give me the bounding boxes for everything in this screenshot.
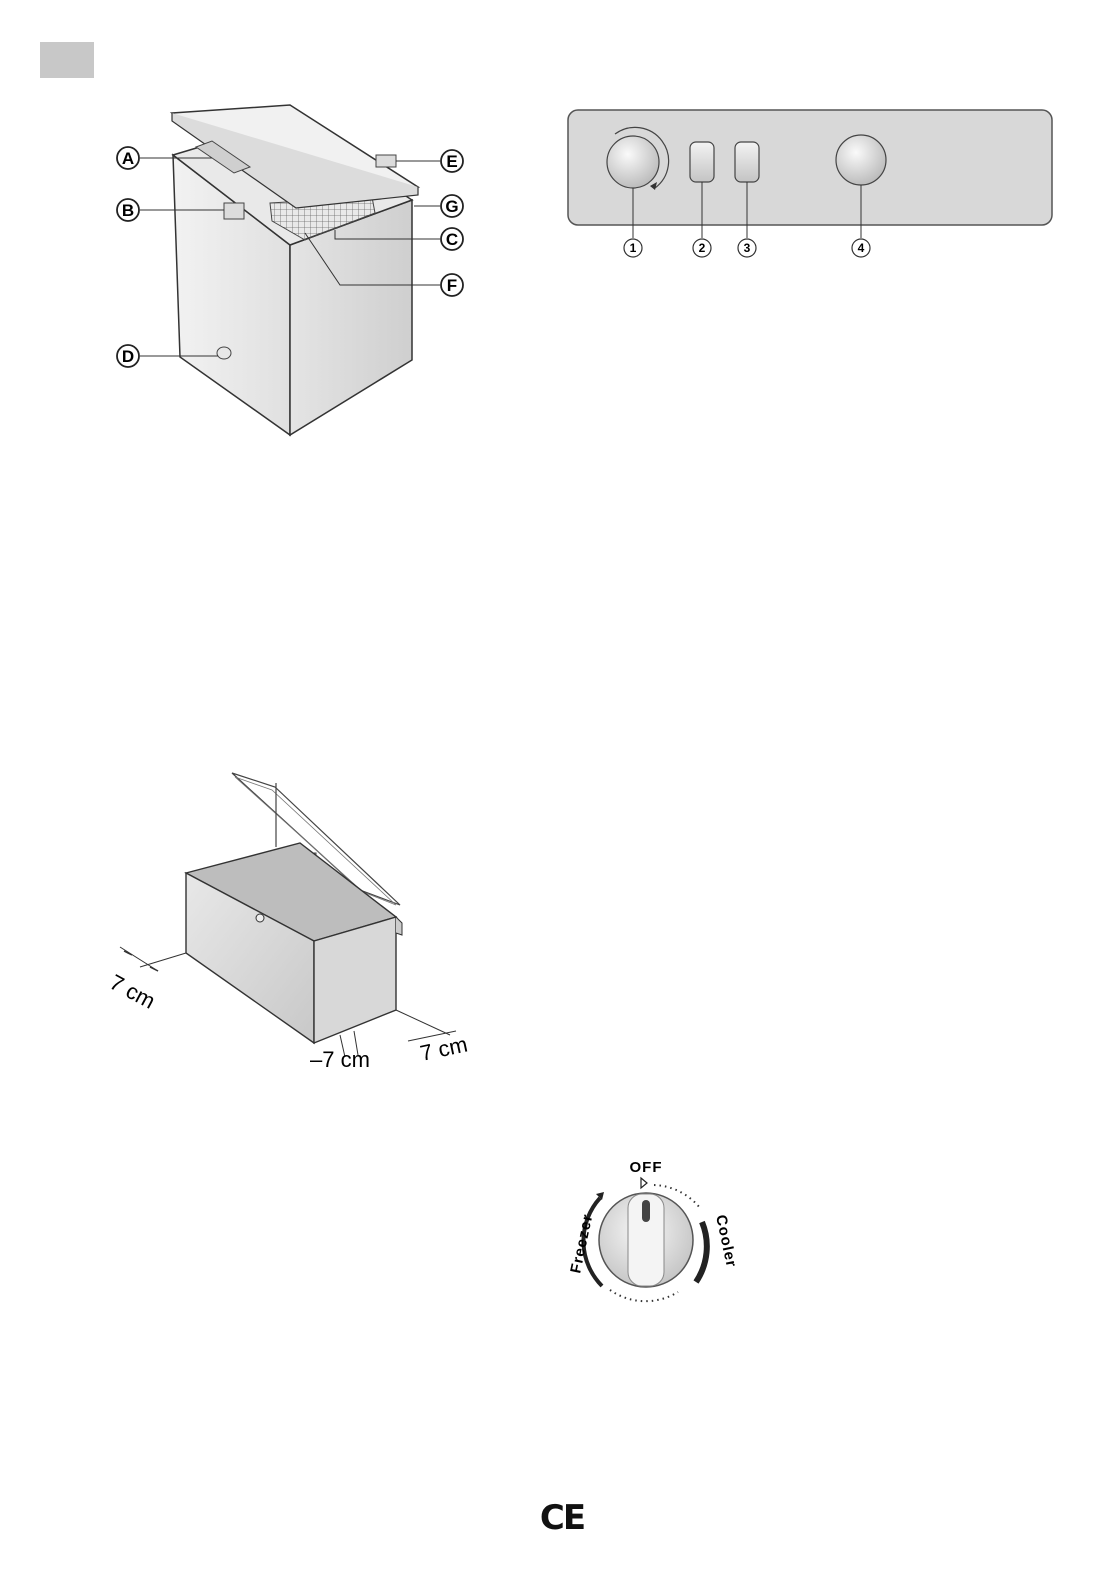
svg-text:4: 4 <box>858 241 865 255</box>
callout-b: B <box>117 199 139 221</box>
svg-text:3: 3 <box>744 241 751 255</box>
dial-off-marker-icon <box>641 1178 647 1188</box>
ce-mark: CE <box>532 1498 592 1538</box>
dial-off-label: OFF <box>630 1159 663 1176</box>
callout-d: D <box>117 345 139 367</box>
panel-number-2: 2 <box>693 239 711 257</box>
control-4 <box>836 135 886 185</box>
callout-g: G <box>441 195 463 217</box>
svg-text:B: B <box>122 201 134 220</box>
svg-text:D: D <box>122 347 134 366</box>
clearance-left-label: 7 cm <box>106 969 160 1013</box>
svg-text:E: E <box>446 152 457 171</box>
panel-number-4: 4 <box>852 239 870 257</box>
clearance-right-label: 7 cm <box>418 1032 470 1066</box>
svg-text:A: A <box>122 149 134 168</box>
indicator-light-2 <box>690 142 714 182</box>
clearance-diagram: 7 cm –7 cm 7 cm <box>100 765 480 1075</box>
callout-a: A <box>117 147 139 169</box>
indicator-light-3 <box>735 142 759 182</box>
svg-text:1: 1 <box>630 241 637 255</box>
callout-c: C <box>441 228 463 250</box>
svg-text:F: F <box>447 276 457 295</box>
control-panel-diagram: 1 2 3 4 <box>560 100 1060 270</box>
callout-e: E <box>441 150 463 172</box>
freezer-parts-diagram: A B C D E F G <box>100 95 490 455</box>
page-corner-tab <box>40 42 94 78</box>
dial-cooler-label: Cooler <box>712 1213 740 1269</box>
thermostat-dial-diagram: OFF Freezer Cooler <box>550 1150 750 1320</box>
panel-number-1: 1 <box>624 239 642 257</box>
svg-text:2: 2 <box>699 241 706 255</box>
clearance-bottom-label: –7 cm <box>310 1047 370 1072</box>
panel-number-3: 3 <box>738 239 756 257</box>
svg-text:G: G <box>445 197 458 216</box>
callout-f: F <box>441 274 463 296</box>
dial-freezer-label: Freezer <box>567 1212 596 1275</box>
svg-text:C: C <box>446 230 458 249</box>
